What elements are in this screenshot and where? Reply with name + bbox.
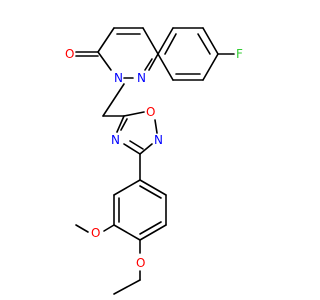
bond: [97, 27, 115, 53]
bond-double-inner: [129, 140, 144, 150]
bond: [157, 27, 174, 55]
bond-double-inner: [139, 185, 162, 199]
bond: [154, 119, 158, 134]
atom-label-n-oxadiazole-2: N: [154, 133, 163, 147]
atom-label-o-carbonyl: O: [65, 47, 74, 61]
bond: [142, 27, 159, 55]
bond: [103, 224, 115, 232]
atom-labels: O N N F O N N O O: [65, 47, 243, 270]
bond: [157, 53, 174, 81]
bond-double-inner: [120, 118, 128, 131]
bond: [102, 83, 125, 117]
bond: [139, 224, 167, 241]
bond-double-inner: [139, 221, 162, 235]
atom-label-n-oxadiazole-4: N: [111, 133, 120, 147]
bond: [113, 279, 141, 295]
atom-label-n1: N: [114, 71, 123, 85]
bond: [202, 53, 219, 81]
bond: [113, 224, 141, 241]
atom-label-o-ethoxy: O: [136, 256, 145, 270]
atom-label-f: F: [236, 47, 243, 61]
atom-label-n2: N: [137, 71, 146, 85]
bond: [202, 27, 219, 55]
bond: [139, 143, 153, 155]
molecule-structure: O N N F O N N O O: [65, 27, 243, 295]
bond: [116, 115, 125, 133]
bond: [113, 179, 141, 196]
bond: [148, 53, 159, 71]
atom-label-o-methoxy: O: [91, 226, 100, 240]
bond-double-inner: [164, 33, 177, 55]
bonds: [75, 27, 235, 295]
bond-double-inner: [197, 33, 211, 55]
bond-methyl: [75, 224, 89, 233]
bond: [139, 179, 167, 196]
bond: [123, 111, 145, 117]
molecule-diagram: O N N F O N N O O: [65, 27, 243, 295]
bond-double-inner: [144, 58, 153, 71]
bond: [123, 143, 141, 155]
atom-label-o-oxadiazole: O: [146, 105, 155, 119]
bond: [97, 51, 112, 71]
